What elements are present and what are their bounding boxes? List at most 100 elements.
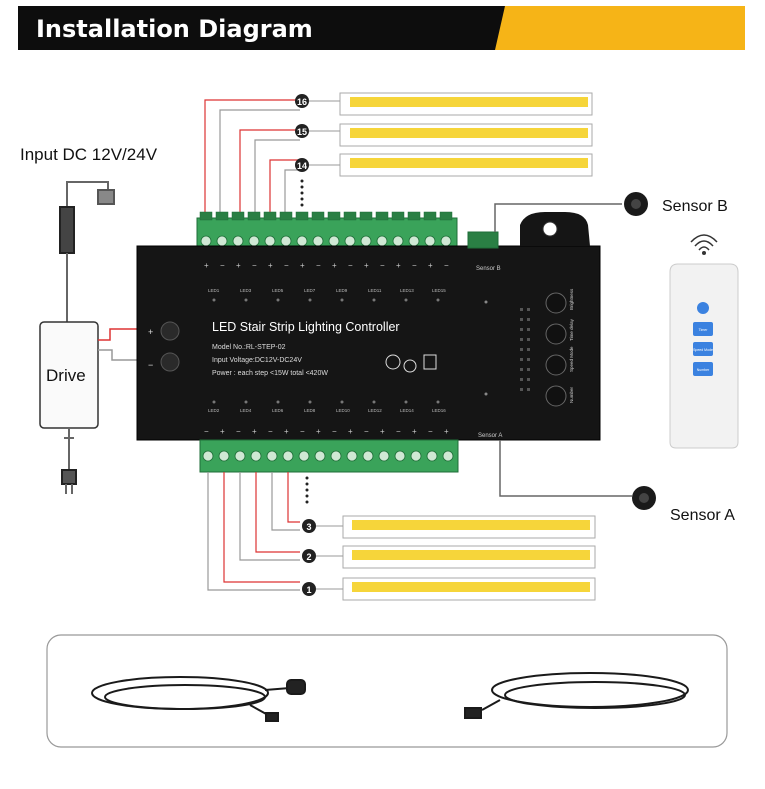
led-label: LED15 — [432, 288, 446, 293]
svg-text:+: + — [268, 261, 273, 270]
svg-text:−: − — [348, 261, 353, 270]
sensor-a-port-label: Sensor A — [478, 433, 502, 439]
sensor-b-port-label: Sensor B — [476, 266, 501, 272]
number-button[interactable] — [545, 385, 567, 407]
controller-title: LED Stair Strip Lighting Controller — [212, 320, 400, 334]
svg-text:−: − — [236, 427, 241, 436]
sensor-b-label: Sensor B — [662, 198, 728, 215]
led-label: LED9 — [336, 288, 348, 293]
svg-text:+: + — [204, 261, 209, 270]
svg-text:+: + — [332, 261, 337, 270]
svg-text:−: − — [364, 427, 369, 436]
svg-text:+: + — [396, 261, 401, 270]
led-label: LED12 — [368, 408, 382, 413]
strip-number-badge — [302, 519, 316, 533]
svg-text:+: + — [220, 427, 225, 436]
top-dots — [300, 179, 304, 207]
svg-text:−: − — [268, 427, 273, 436]
svg-text:−: − — [396, 427, 401, 436]
svg-text:3: 3 — [306, 522, 311, 532]
input-label: Input DC 12V/24V — [20, 145, 158, 164]
svg-text:−: − — [316, 261, 321, 270]
svg-text:14: 14 — [297, 161, 307, 171]
time-delay-button[interactable] — [545, 323, 567, 345]
svg-text:−: − — [284, 261, 289, 270]
svg-text:−: − — [252, 261, 257, 270]
svg-text:+: + — [364, 261, 369, 270]
sensor-a-label: Sensor A — [670, 507, 735, 524]
led-label: LED2 — [208, 408, 220, 413]
svg-text:−: − — [428, 427, 433, 436]
svg-text:−: − — [300, 427, 305, 436]
svg-text:+: + — [444, 427, 449, 436]
svg-text:Speed Mode: Speed Mode — [693, 348, 713, 352]
sensor-a: Sensor A — [499, 440, 735, 524]
svg-text:1: 1 — [306, 585, 311, 595]
button-label: Time delay — [569, 318, 574, 341]
button-label: Brightness — [569, 288, 574, 310]
accessories-panel — [46, 634, 728, 748]
svg-text:−: − — [204, 427, 209, 436]
bottom-terminal-block — [199, 439, 459, 473]
bottom-wires — [207, 472, 300, 591]
brightness-button[interactable] — [545, 292, 567, 314]
remote-number-button[interactable] — [693, 362, 713, 376]
led-label: LED8 — [304, 408, 316, 413]
svg-text:−: − — [380, 261, 385, 270]
led-label: LED6 — [272, 408, 284, 413]
svg-text:+: + — [316, 427, 321, 436]
remote-control: Timer Speed Mode Number — [669, 234, 739, 449]
svg-text:+: + — [236, 261, 241, 270]
strip-number-badge — [295, 158, 309, 172]
svg-text:15: 15 — [297, 127, 307, 137]
strip-number-badge — [295, 124, 309, 138]
drive-wires — [98, 328, 152, 361]
controller-voltage: Input Voltage:DC12V-DC24V — [212, 357, 302, 364]
extension-cable-accessory — [464, 672, 689, 719]
led-label: LED11 — [368, 288, 382, 293]
sensor-b: Sensor B — [494, 192, 728, 232]
svg-text:+: + — [412, 427, 417, 436]
banner-dark — [18, 6, 505, 50]
svg-text:−: − — [148, 360, 153, 370]
button-label: Speed Mode — [569, 346, 574, 372]
led-label: LED4 — [240, 408, 252, 413]
plug-cable — [61, 428, 77, 494]
remote-power-button[interactable] — [697, 302, 709, 314]
remote-timer-button[interactable] — [693, 322, 713, 336]
banner: Installation Diagram — [18, 6, 745, 50]
power-terminal-negative — [160, 352, 180, 372]
bottom-strip-3: 3 — [302, 515, 596, 539]
led-label: LED13 — [400, 288, 414, 293]
svg-text:+: + — [348, 427, 353, 436]
speed-mode-button[interactable] — [545, 354, 567, 376]
remote-speed-mode-button[interactable] — [693, 342, 713, 356]
bottom-strip-2: 2 — [302, 545, 596, 569]
led-label: LED16 — [432, 408, 446, 413]
strip-number-badge — [295, 94, 309, 108]
sensor-cable-accessory — [91, 676, 306, 722]
led-label: LED7 — [304, 288, 316, 293]
bottom-dots — [305, 476, 309, 504]
strip-number-badge — [302, 582, 316, 596]
svg-text:Timer: Timer — [699, 328, 709, 332]
bottom-strip-1: 1 — [302, 577, 596, 601]
power-input-cable — [59, 181, 115, 322]
top-wires — [204, 99, 300, 220]
svg-text:−: − — [220, 261, 225, 270]
led-label: LED10 — [336, 408, 350, 413]
banner-title: Installation Diagram — [36, 15, 313, 43]
controller-body: Sensor B Sensor A + − + − + − + − + − + − + − + − LE… — [136, 212, 601, 441]
svg-text:+: + — [252, 427, 257, 436]
top-strip-14: 14 — [295, 153, 593, 177]
led-label: LED5 — [272, 288, 284, 293]
strip-number-badge — [302, 549, 316, 563]
led-label: LED14 — [400, 408, 414, 413]
wireless-icon — [690, 234, 718, 251]
power-terminal-positive — [160, 321, 180, 341]
led-label: LED3 — [240, 288, 252, 293]
svg-text:+: + — [428, 261, 433, 270]
controller-model: Model No.:RL-STEP-02 — [212, 344, 286, 351]
svg-text:−: − — [444, 261, 449, 270]
